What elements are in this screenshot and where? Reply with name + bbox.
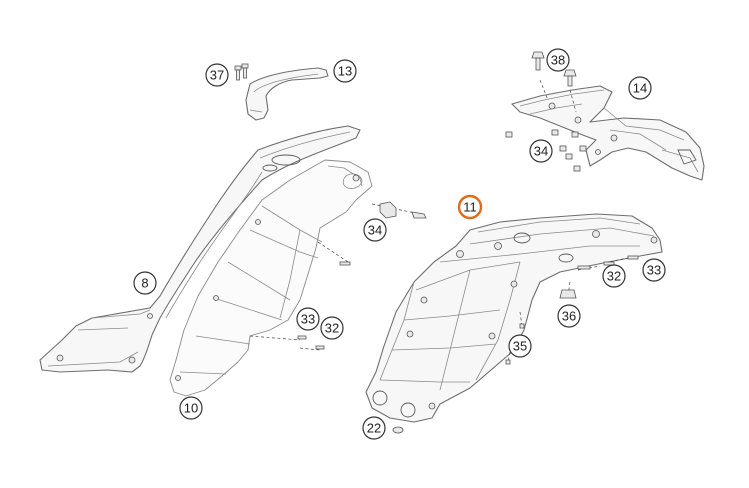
- callout-8: 8: [133, 271, 157, 295]
- callout-14: 14: [628, 76, 652, 100]
- callout-32-left: 32: [320, 316, 344, 340]
- callout-22: 22: [362, 416, 386, 440]
- callout-35: 35: [508, 334, 532, 358]
- svg-text:14: 14: [633, 81, 647, 96]
- callout-34-right: 34: [529, 139, 553, 163]
- svg-text:8: 8: [141, 276, 148, 291]
- callout-36: 36: [557, 304, 581, 328]
- part-14-rear-carrier: [511, 85, 705, 181]
- hardware-right: [392, 255, 639, 434]
- svg-text:38: 38: [551, 53, 565, 68]
- part-38-nuts: [531, 51, 577, 87]
- svg-text:34: 34: [368, 223, 382, 238]
- svg-text:36: 36: [562, 309, 576, 324]
- svg-text:32: 32: [325, 321, 339, 336]
- svg-text:37: 37: [210, 68, 224, 83]
- callout-32-right: 32: [602, 264, 626, 288]
- callout-38: 38: [546, 48, 570, 72]
- callout-33-left: 33: [296, 307, 320, 331]
- svg-text:34: 34: [534, 144, 548, 159]
- svg-text:10: 10: [184, 401, 198, 416]
- callout-11-highlighted: 11: [457, 194, 483, 220]
- svg-text:33: 33: [647, 263, 661, 278]
- part-13-handle: [245, 67, 329, 121]
- screws-left: [297, 261, 351, 350]
- part-8-side-panel: [39, 125, 361, 373]
- svg-text:13: 13: [338, 64, 352, 79]
- callout-33-right: 33: [642, 258, 666, 282]
- part-10-inner-panel: [169, 159, 373, 397]
- callout-37: 37: [205, 63, 229, 87]
- part-37-screws: [234, 63, 249, 81]
- svg-text:32: 32: [607, 269, 621, 284]
- svg-text:35: 35: [513, 339, 527, 354]
- svg-text:22: 22: [367, 421, 381, 436]
- callout-13: 13: [333, 59, 357, 83]
- part-34-clips-right: [505, 79, 587, 172]
- svg-text:33: 33: [301, 312, 315, 327]
- callout-10: 10: [179, 396, 203, 420]
- part-34-clip: [379, 201, 427, 219]
- svg-text:11: 11: [463, 200, 477, 215]
- part-11-rear-fender: [365, 213, 663, 423]
- callout-34-left: 34: [363, 218, 387, 242]
